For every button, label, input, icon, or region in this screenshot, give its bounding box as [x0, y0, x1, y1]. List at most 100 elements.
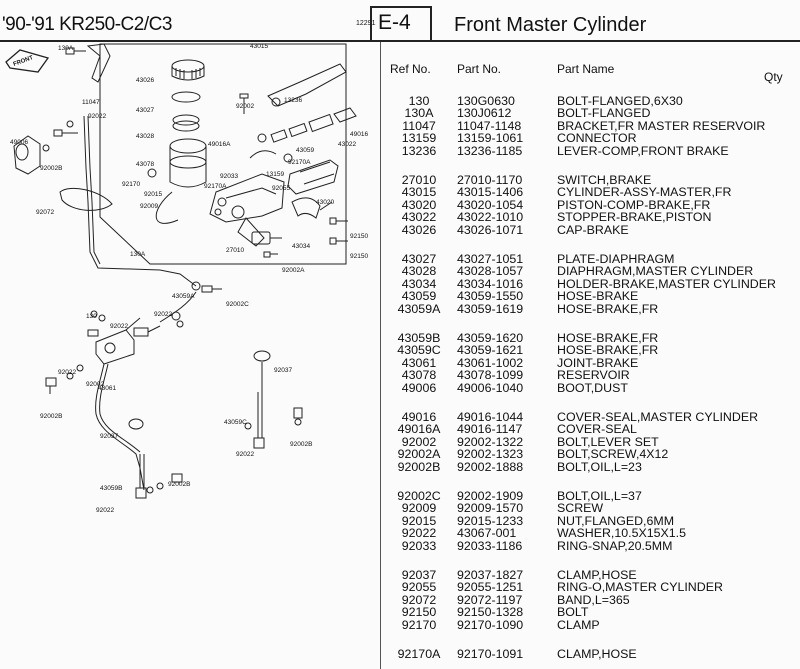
page-stamp: 12291 [356, 20, 376, 27]
part-number-cell: 43059-1550 [457, 289, 524, 304]
part-number-cell: 43027-1051 [457, 252, 524, 266]
part-number-cell: 27010-1170 [457, 173, 523, 187]
part-name-cell: PISTON-COMP-BRAKE,FR [557, 197, 711, 212]
column-header-part-no: Part No. [457, 62, 502, 76]
ref-cell: 92072 [401, 592, 437, 607]
callout-label: 92022 [110, 323, 128, 330]
ref-cell: 92170 [401, 617, 437, 632]
ref-cell: 92009 [401, 501, 437, 516]
callout-label: 92022 [96, 507, 114, 514]
part-name-cell: CLAMP,HOSE [557, 647, 637, 661]
column-divider [380, 42, 381, 669]
reservoir-hose [155, 191, 179, 224]
part-number-cell: 13159-1061 [457, 131, 524, 146]
part-name-cell: BOLT,OIL,L=23 [557, 459, 642, 474]
callout-label: 130A [130, 251, 146, 258]
ref-cell: 43026 [401, 222, 437, 237]
part-number-cell: 92170-1091 [457, 647, 524, 661]
part-name-cell: PLATE-DIAPHRAGM [557, 252, 675, 266]
hose-fitting-icon [171, 281, 222, 328]
callout-label: 43078 [136, 161, 154, 168]
ref-cell: 43022 [401, 210, 437, 225]
hose-clamp-icon [128, 418, 144, 430]
brake-hose-lower [95, 363, 145, 491]
bolt-icon [42, 120, 78, 152]
part-number-cell: 13236-1185 [457, 143, 523, 158]
callout-label: 92002 [86, 381, 104, 388]
part-number-cell: 43059-1620 [457, 331, 524, 345]
diagram-svg: FRONT 130A 11047 92022 43015 43026 43027… [5, 43, 368, 514]
header-rule [0, 40, 800, 42]
hose-43059c [257, 392, 263, 438]
part-name-cell: CAP-BRAKE [557, 222, 629, 237]
part-number-cell: 92009-1570 [457, 501, 524, 516]
part-name-cell: CLAMP [557, 617, 600, 632]
part-number-cell: 92002-1888 [457, 459, 524, 474]
part-name-cell: CYLINDER-ASSY-MASTER,FR [557, 185, 732, 200]
callout-label: 92015 [144, 191, 162, 198]
part-number-cell: 11047-1148 [457, 118, 522, 133]
part-name-cell: HOSE-BRAKE,FR [557, 331, 659, 345]
part-number-cell: 43059-1619 [457, 301, 524, 316]
callout-label: 49016A [208, 141, 231, 148]
part-name-cell: SCREW [557, 501, 604, 516]
callout-label: 92022 [236, 451, 254, 458]
part-name-cell: COVER-SEAL,MASTER CYLINDER [557, 410, 759, 424]
callout-labels: 130A 11047 92022 43015 43026 43027 43028… [10, 43, 368, 514]
part-name-cell: RING-SNAP,20.5MM [557, 538, 673, 553]
part-name-cell: BOLT,LEVER SET [557, 434, 659, 449]
callout-label: 92037 [100, 433, 118, 440]
part-number-cell: 43061-1002 [457, 355, 524, 370]
section-code: E-4 [370, 6, 432, 40]
callout-label: 92002B [168, 481, 190, 488]
diaphragm-icon [172, 114, 200, 132]
part-number-cell: 43034-1016 [457, 276, 524, 291]
callout-label: 43027 [136, 107, 154, 114]
hose-segment [159, 291, 197, 323]
brake-hose-lower-outline [99, 363, 141, 453]
part-name-cell: RING-O,MASTER CYLINDER [557, 580, 723, 595]
column-header-qty: Qty [764, 70, 783, 84]
ref-cell: 43015 [401, 185, 437, 200]
part-number-cell: 92002-1323 [457, 447, 524, 462]
part-name-cell: BOLT-FLANGED,6X30 [557, 94, 683, 108]
ref-cell: 92002 [401, 434, 437, 449]
hose-43059b [139, 454, 145, 488]
part-number-cell: 43022-1010 [457, 210, 524, 225]
reservoir-cap-icon [171, 59, 205, 81]
ref-cell: 43059C [397, 343, 441, 358]
callout-label: 92072 [36, 209, 54, 216]
ref-cell: 92002C [397, 489, 441, 503]
callout-label: 43059A [172, 293, 195, 300]
ref-cell: 92033 [401, 538, 437, 553]
part-name-cell: COVER-SEAL [557, 422, 637, 437]
part-number-cell: 49016-1044 [457, 410, 524, 424]
callout-label: 43059 [296, 147, 314, 154]
ref-cell: 92002A [397, 447, 441, 462]
front-arrow-icon [5, 49, 50, 73]
callout-label: 13159 [266, 171, 284, 178]
callout-label: 92170A [204, 183, 227, 190]
part-name-cell: LEVER-COMP,FRONT BRAKE [557, 143, 729, 158]
holder-icon [291, 197, 333, 219]
callout-label: 43022 [338, 141, 356, 148]
ref-cell: 43078 [401, 368, 437, 383]
part-name-cell: HOSE-BRAKE,FR [557, 343, 659, 358]
exploded-diagram: FRONT 130A 11047 92022 43015 43026 43027… [0, 42, 380, 669]
bracket-icon [86, 43, 111, 83]
part-number-cell: 92150-1328 [457, 605, 524, 620]
clamp-icon [147, 168, 157, 178]
part-number-cell: 92002-1322 [457, 434, 524, 449]
